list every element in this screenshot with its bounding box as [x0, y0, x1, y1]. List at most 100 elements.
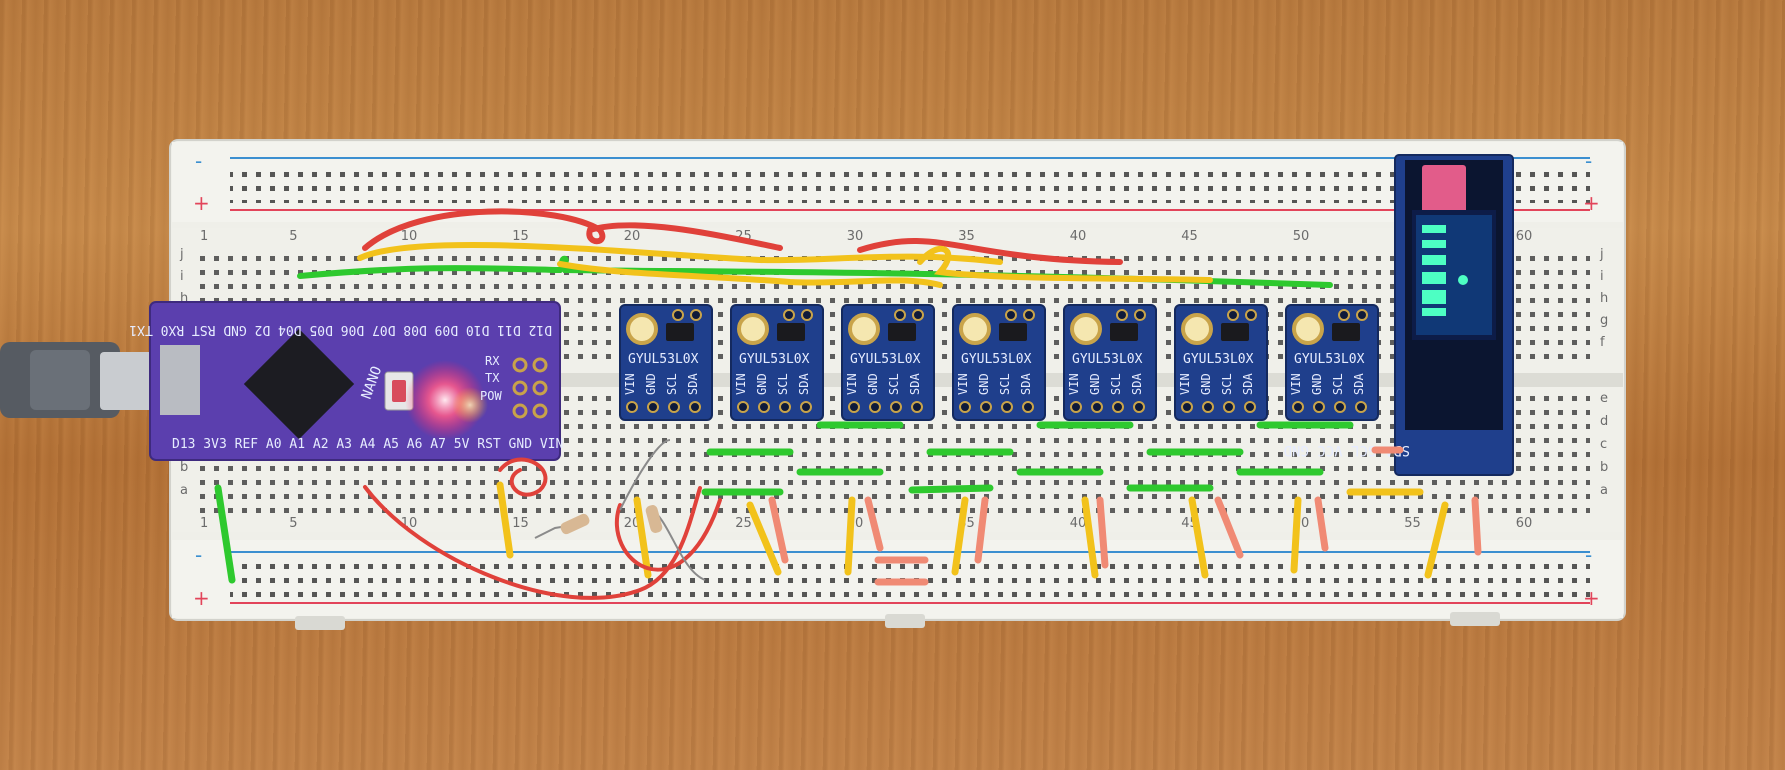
- sensor-pin-label: VIN: [1178, 373, 1192, 395]
- nano-pow-label: POW: [480, 389, 502, 403]
- sensor-pin-label: SCL: [776, 373, 790, 395]
- oled-pin-labels: SDA SCL VCC GND: [1284, 442, 1410, 458]
- vl53l0x-sensor: GYUL53L0X VIN GND SCL SDA: [1285, 304, 1379, 421]
- column-number: 35: [958, 229, 975, 244]
- column-number: 5: [289, 516, 297, 531]
- sensor-pin-label: SDA: [1352, 373, 1366, 395]
- column-number: 30: [847, 229, 864, 244]
- sensor-pin-label: SDA: [908, 373, 922, 395]
- rail-plus-bottom-right: +: [1583, 586, 1600, 610]
- jumper-wire: [864, 496, 884, 552]
- jumper-wire: [1188, 496, 1209, 579]
- jumper-wire: [363, 485, 702, 600]
- sensor-label: GYUL53L0X: [1072, 352, 1143, 367]
- sensor-pin-label: SDA: [686, 373, 700, 395]
- sensor-label: GYUL53L0X: [1183, 352, 1254, 367]
- sensor-pin-label: GND: [1310, 373, 1324, 395]
- row-letter: d: [1600, 414, 1608, 429]
- sensor-pin-label: VIN: [845, 373, 859, 395]
- column-number: 50: [1293, 229, 1310, 244]
- jumper-wire: [974, 496, 989, 564]
- rail-minus-bottom-right: -: [1585, 543, 1592, 567]
- sensor-pin-label: GND: [866, 373, 880, 395]
- column-number: 1: [200, 516, 208, 531]
- column-number: 60: [1516, 516, 1533, 531]
- jumper-wire: [1214, 496, 1244, 559]
- vl53l0x-sensor: GYUL53L0X VIN GND SCL SDA: [1174, 304, 1268, 421]
- column-number: 55: [1404, 516, 1421, 531]
- row-letter: e: [1600, 391, 1608, 406]
- column-number: 20: [624, 516, 641, 531]
- column-number: 45: [1181, 229, 1198, 244]
- nano-bottom-header-label: D13 3V3 REF A0 A1 A2 A3 A4 A5 A6 A7 5V R…: [172, 437, 563, 452]
- nano-top-header-label: D12 D11 D10 D09 D08 D07 D06 D05 D04 D2 G…: [129, 322, 552, 337]
- jumper-wire: [496, 481, 514, 559]
- sensor-pin-label: SDA: [1130, 373, 1144, 395]
- vl53l0x-sensor: GYUL53L0X VIN GND SCL SDA: [1063, 304, 1157, 421]
- sensor-label: GYUL53L0X: [1294, 352, 1365, 367]
- jumper-wire: [1471, 496, 1482, 556]
- row-letter: h: [180, 291, 188, 306]
- sensor-pin-label: SCL: [1331, 373, 1345, 395]
- column-number: 5: [289, 229, 297, 244]
- sensor-pin-label: SDA: [1241, 373, 1255, 395]
- sensor-pin-label: GND: [644, 373, 658, 395]
- jumper-wire: [746, 501, 782, 576]
- sensor-pin-label: VIN: [734, 373, 748, 395]
- sensor-pin-label: GND: [1199, 373, 1213, 395]
- short-wires: [214, 421, 1482, 600]
- sensor-label: GYUL53L0X: [739, 352, 810, 367]
- row-letter: b: [180, 460, 188, 475]
- column-number: 40: [1070, 516, 1087, 531]
- jumper-wire: [951, 496, 969, 576]
- jumper-wire: [214, 484, 236, 584]
- column-number: 20: [624, 229, 641, 244]
- sensor-pin-label: VIN: [1067, 373, 1081, 395]
- jumper-wire: [1424, 501, 1449, 579]
- vl53l0x-sensor: GYUL53L0X VIN GND SCL SDA: [841, 304, 935, 421]
- sensor-pin-label: VIN: [1289, 373, 1303, 395]
- sensor-pin-label: GND: [755, 373, 769, 395]
- row-letter: i: [180, 269, 184, 284]
- row-letter: j: [1599, 247, 1604, 262]
- jumper-wire: [498, 457, 548, 497]
- row-letter: c: [1600, 437, 1607, 452]
- top-jumper-wires: [297, 208, 1333, 288]
- sensor-label: GYUL53L0X: [850, 352, 921, 367]
- row-letter: i: [1600, 269, 1604, 284]
- rail-minus-top-left: -: [195, 149, 202, 173]
- oled-display: SDA SCL VCC GND: [1284, 154, 1514, 476]
- resistors: [534, 439, 706, 581]
- sensor-label: GYUL53L0X: [961, 352, 1032, 367]
- column-number: 1: [200, 229, 208, 244]
- row-letter: h: [1600, 291, 1608, 306]
- jumper-wire: [844, 496, 856, 576]
- sensor-pin-label: SCL: [887, 373, 901, 395]
- column-number: 25: [735, 516, 752, 531]
- jumper-wire: [1290, 496, 1302, 574]
- jumper-wire: [614, 498, 722, 572]
- row-letter: b: [1600, 460, 1608, 475]
- column-number: 15: [512, 229, 529, 244]
- sensor-boards: GYUL53L0X VIN GND SCL SDA GYUL53L0X VIN GND SCL S…: [619, 304, 1379, 421]
- jumper-wire: [1314, 496, 1329, 552]
- column-number: 40: [1070, 229, 1087, 244]
- rail-plus-bottom-left: +: [193, 586, 210, 610]
- jumper-wire: [1096, 496, 1109, 569]
- sensor-pin-label: GND: [1088, 373, 1102, 395]
- column-number: 15: [512, 516, 529, 531]
- sensor-pin-label: VIN: [623, 373, 637, 395]
- column-number: 10: [401, 229, 418, 244]
- arduino-nano: NANO D12 D11 D10 D09 D08 D07 D06 D05 D04…: [129, 301, 563, 461]
- jumper-wire: [633, 496, 652, 579]
- sensor-pin-label: VIN: [956, 373, 970, 395]
- sensor-pin-label: SCL: [1109, 373, 1123, 395]
- sensor-pin-label: SDA: [1019, 373, 1033, 395]
- column-number: 60: [1516, 229, 1533, 244]
- sensor-pin-label: SCL: [1220, 373, 1234, 395]
- nano-rx-label: RX: [485, 354, 500, 368]
- rail-plus-top-left: +: [193, 191, 210, 215]
